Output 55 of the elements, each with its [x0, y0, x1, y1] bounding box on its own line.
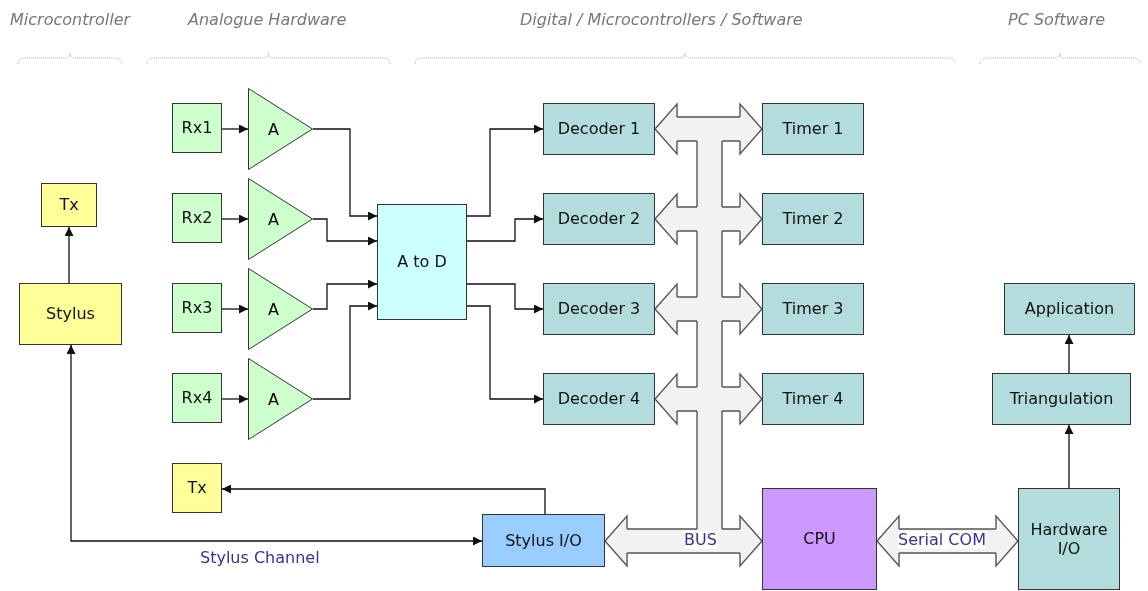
receiver-box: Rx1	[172, 103, 222, 153]
receiver-box: Rx4	[172, 373, 222, 423]
bus-arrow	[654, 373, 763, 425]
arrow	[64, 226, 74, 284]
edge-label: Stylus Channel	[200, 549, 320, 567]
receiver-box: Rx2	[172, 193, 222, 243]
arrow	[466, 214, 544, 242]
bus-arrow	[876, 515, 1019, 567]
tx-box: Tx	[41, 183, 97, 227]
section-heading: Analogue Hardware	[188, 10, 347, 29]
arrow	[221, 214, 249, 224]
io-box: Hardware I/O	[1018, 488, 1120, 590]
arrow	[66, 344, 483, 546]
timer-box: Timer 2	[762, 193, 864, 245]
arrow	[312, 218, 378, 246]
process-box: Application	[1004, 283, 1135, 335]
bus-arrow	[654, 193, 763, 245]
edge-label: Serial COM	[898, 531, 986, 549]
bus-arrow	[654, 103, 763, 155]
io-box: Stylus I/O	[482, 514, 605, 567]
bus-arrow	[654, 283, 763, 335]
arrow	[1064, 334, 1074, 374]
decoder-box: Decoder 1	[543, 103, 655, 155]
edge-label: BUS	[684, 531, 717, 549]
decoder-box: Decoder 2	[543, 193, 655, 245]
amplifier-label: A	[268, 209, 279, 229]
cpu-box: CPU	[762, 488, 877, 590]
arrow	[221, 394, 249, 404]
timer-box: Timer 4	[762, 373, 864, 425]
amplifier-label: A	[268, 119, 279, 139]
stylus-box: Stylus	[19, 283, 122, 345]
receiver-box: Rx3	[172, 283, 222, 333]
arrow	[221, 124, 249, 134]
amplifier-label: A	[268, 389, 279, 409]
arrow	[1064, 424, 1074, 489]
arrow	[221, 304, 249, 314]
timer-box: Timer 3	[762, 283, 864, 335]
timer-box: Timer 1	[762, 103, 864, 155]
arrow	[312, 128, 378, 221]
arrow	[466, 305, 544, 404]
arrow	[466, 283, 544, 314]
tx-box: Tx	[172, 463, 222, 513]
bus-arrow	[604, 515, 763, 567]
section-heading: Digital / Microcontrollers / Software	[520, 10, 803, 29]
decoder-box: Decoder 4	[543, 373, 655, 425]
arrow	[312, 301, 378, 400]
process-box: Triangulation	[992, 373, 1131, 425]
amplifier-label: A	[268, 299, 279, 319]
decoder-box: Decoder 3	[543, 283, 655, 335]
section-heading: PC Software	[1008, 10, 1106, 29]
arrow	[221, 484, 546, 515]
converter-box: A to D	[377, 204, 467, 320]
arrow	[466, 124, 544, 217]
section-heading: Microcontroller	[10, 10, 131, 29]
arrow	[312, 279, 378, 310]
